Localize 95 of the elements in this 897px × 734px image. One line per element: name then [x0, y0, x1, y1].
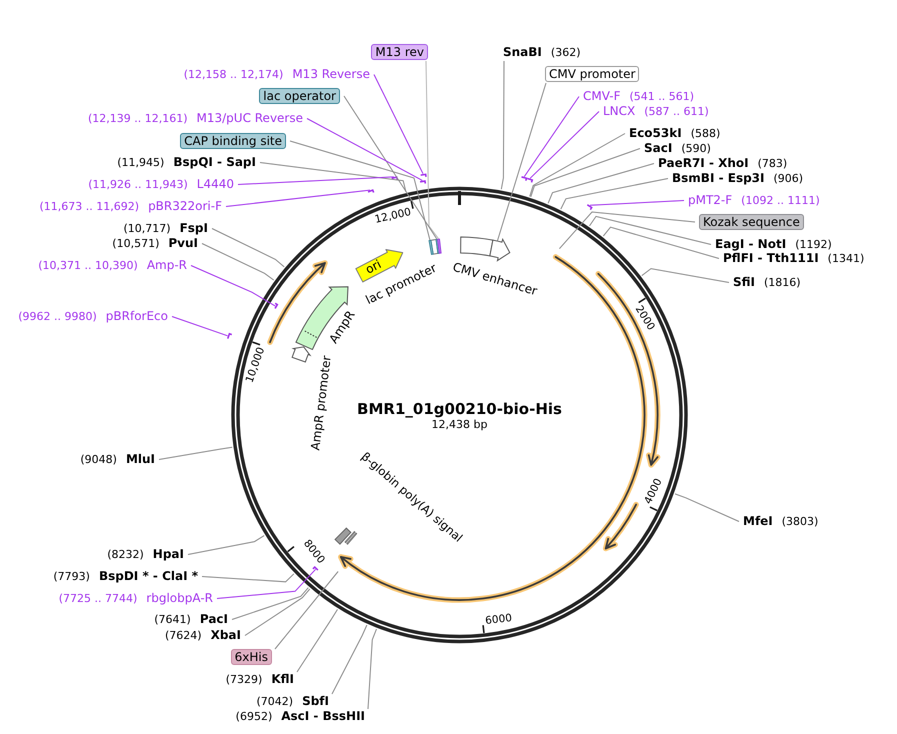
leader-line — [296, 608, 338, 672]
feature-tag: CMV promoter — [545, 66, 640, 82]
restriction-site-label: (10,717) FspI — [124, 221, 208, 236]
leader-line — [500, 60, 504, 190]
feature-tag: M13 rev — [371, 44, 428, 60]
primer-label: (9962 .. 9980) pBRforEco — [18, 309, 168, 324]
primer-label: (12,158 .. 12,174) M13 Reverse — [184, 67, 370, 82]
feature-label: ori — [363, 257, 384, 278]
leader-line — [260, 162, 406, 192]
restriction-site-label: BsmBI - Esp3I (906) — [672, 171, 804, 186]
leader-line — [497, 82, 546, 242]
leader-line — [674, 493, 740, 522]
leader-line — [190, 265, 276, 307]
feature-tag: lac operator — [259, 88, 340, 104]
primer-label: pMT2-F (1092 .. 1111) — [688, 193, 820, 208]
primer-mark — [368, 189, 374, 193]
feature-label: AmpR promoter — [308, 354, 334, 452]
leader-line — [216, 568, 316, 599]
restriction-site-label: (6952) AscI - BssHII — [236, 709, 365, 724]
restriction-site-label: (7641) PacI — [154, 612, 228, 627]
leader-line — [524, 96, 580, 178]
leader-line — [332, 624, 368, 694]
leader-line — [560, 178, 668, 210]
leader-line — [374, 74, 424, 174]
primer-mark — [312, 566, 318, 571]
primer-mark — [227, 332, 232, 339]
primer-mark — [274, 302, 278, 309]
leader-line — [202, 243, 274, 281]
primer-label: LNCX (587 .. 611) — [603, 104, 709, 119]
leader-line — [602, 226, 720, 259]
leader-line — [226, 190, 370, 207]
feature-tag: 6xHis — [230, 649, 272, 665]
primer-mark — [391, 176, 398, 180]
restriction-site-label: SnaBI (362) — [503, 45, 580, 60]
feature-mark — [334, 528, 352, 545]
leader-line — [344, 96, 438, 240]
feature-tag: Kozak sequence — [699, 214, 804, 230]
restriction-site-label: EagI - NotI (1192) — [715, 237, 832, 252]
restriction-site-label: (8232) HpaI — [107, 547, 184, 562]
promoter-feature — [489, 238, 510, 262]
restriction-site-label: SacI (590) — [644, 141, 711, 156]
tick-label: 4000 — [643, 476, 665, 506]
feature-mark — [437, 238, 442, 254]
restriction-site-label: PflFI - Tth111I (1341) — [723, 251, 864, 266]
tick-label: 12,000 — [374, 206, 412, 226]
leader-line — [529, 133, 626, 197]
restriction-site-label: (7042) SbfI — [256, 694, 329, 709]
leader-line — [548, 163, 654, 204]
leader-line — [558, 211, 696, 250]
restriction-site-label: (7624) XbaI — [165, 628, 241, 643]
restriction-site-label: (7329) KflI — [226, 672, 294, 687]
primer-mark — [420, 174, 427, 177]
leader-line — [641, 268, 730, 283]
restriction-site-label: (7793) BspDI * - ClaI * — [53, 569, 198, 584]
leader-line — [530, 148, 640, 198]
leader-line — [202, 573, 294, 582]
leader-line — [426, 60, 439, 240]
leader-line — [172, 316, 228, 336]
leader-line — [530, 111, 600, 179]
restriction-site-label: MfeI (3803) — [743, 514, 818, 529]
primer-label: (10,371 .. 10,390) Amp-R — [38, 258, 187, 273]
leader-line — [274, 571, 339, 650]
leader-line — [306, 118, 423, 181]
restriction-site-label: PaeR7I - XhoI (783) — [658, 156, 788, 171]
leader-line — [290, 140, 430, 240]
restriction-site-label: (10,571) PvuI — [112, 236, 198, 251]
restriction-site-label: (9048) MluI — [80, 452, 155, 467]
primer-label: (12,139 .. 12,161) M13/pUC Reverse — [88, 111, 303, 126]
leader-line — [368, 628, 377, 710]
primer-label: (11,926 .. 11,943) L4440 — [88, 177, 234, 192]
leader-line — [158, 446, 233, 460]
primer-mark — [521, 176, 528, 181]
promoter-feature — [292, 346, 310, 362]
restriction-site-label: Eco53kI (588) — [629, 126, 720, 141]
leader-line — [238, 176, 394, 185]
primer-label: CMV-F (541 .. 561) — [583, 89, 694, 104]
feature-mark — [428, 240, 434, 255]
leader-line — [244, 588, 310, 636]
restriction-site-label: (11,945) BspQI - SapI — [117, 155, 256, 170]
primer-mark — [586, 204, 592, 210]
leader-line — [188, 535, 265, 555]
leader-line — [590, 200, 684, 206]
primer-label: (7725 .. 7744) rbglobpA-R — [58, 591, 213, 606]
restriction-site-label: SfiI (1816) — [733, 275, 801, 290]
leader-line — [212, 228, 285, 268]
tick-label: 6000 — [484, 613, 512, 628]
plasmid-size: 12,438 bp — [432, 418, 488, 431]
primer-label: (11,673 .. 11,692) pBR322ori-F — [40, 199, 222, 214]
feature-segment — [460, 236, 494, 256]
feature-tag: CAP binding site — [180, 133, 286, 149]
plasmid-name: BMR1_01g00210-bio-His — [357, 400, 562, 418]
primer-mark — [527, 178, 534, 183]
leader-line — [232, 587, 309, 620]
leader-line — [589, 216, 712, 245]
primer-mark — [420, 180, 426, 184]
